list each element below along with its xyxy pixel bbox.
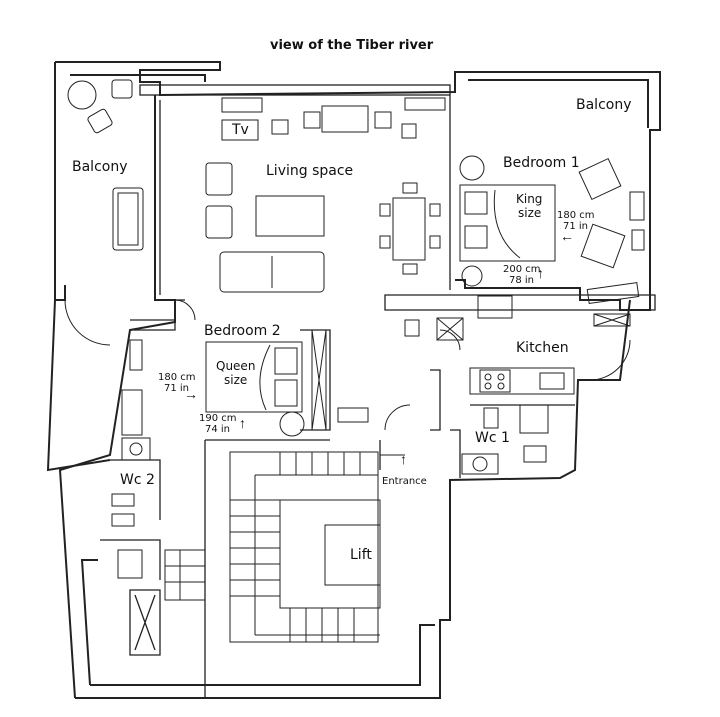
bed2-type-line1: Queen xyxy=(216,359,256,373)
bed1-width-cm: 180 cm xyxy=(557,210,595,221)
wc2-label: Wc 2 xyxy=(120,472,155,488)
bedroom1-furniture xyxy=(459,155,645,304)
bed1-width-in: 71 in xyxy=(563,221,589,232)
balcony-furniture xyxy=(67,79,144,251)
staircase xyxy=(164,451,381,643)
entrance-label: Entrance xyxy=(382,476,427,487)
bedroom2-label: Bedroom 2 xyxy=(204,323,281,339)
wc1-label: Wc 1 xyxy=(475,430,510,446)
bed1-length-in: 78 in xyxy=(509,275,535,286)
bed1-length-cm: 200 cm xyxy=(503,264,541,275)
bed2-width-in: 71 in xyxy=(164,383,190,394)
wc2-fixtures xyxy=(111,437,151,579)
bed1-width-arrow-icon: ← xyxy=(560,228,574,244)
balcony-left-label: Balcony xyxy=(72,159,128,175)
kitchen-fixtures xyxy=(404,295,631,475)
living-furniture xyxy=(205,97,446,293)
bedroom1-label: Bedroom 1 xyxy=(503,155,580,171)
lift-label: Lift xyxy=(350,547,372,563)
kitchen-label: Kitchen xyxy=(516,340,569,356)
interior-walls xyxy=(100,84,656,698)
doors xyxy=(64,299,631,456)
bed2-type-line2: size xyxy=(224,373,248,387)
balcony-right-label: Balcony xyxy=(576,97,632,113)
living-space-label: Living space xyxy=(266,163,354,179)
bed1-length-arrow-icon: ↑ xyxy=(537,265,544,281)
bed2-length-in: 74 in xyxy=(205,424,231,435)
bed2-width-arrow-icon: → xyxy=(184,386,198,402)
bed1-type-line2: size xyxy=(518,206,542,220)
tv-label: Tv xyxy=(232,122,249,138)
bed1-type-line1: King xyxy=(516,192,543,206)
bed2-length-arrow-icon: ↑ xyxy=(239,415,246,431)
bed2-width-cm: 180 cm xyxy=(158,372,196,383)
plan-title: view of the Tiber river xyxy=(270,38,434,53)
outer-walls xyxy=(46,61,661,699)
bedroom2-furniture xyxy=(121,329,369,437)
bed2-length-cm: 190 cm xyxy=(199,413,237,424)
entrance-arrow-icon: ↑ xyxy=(400,451,407,467)
